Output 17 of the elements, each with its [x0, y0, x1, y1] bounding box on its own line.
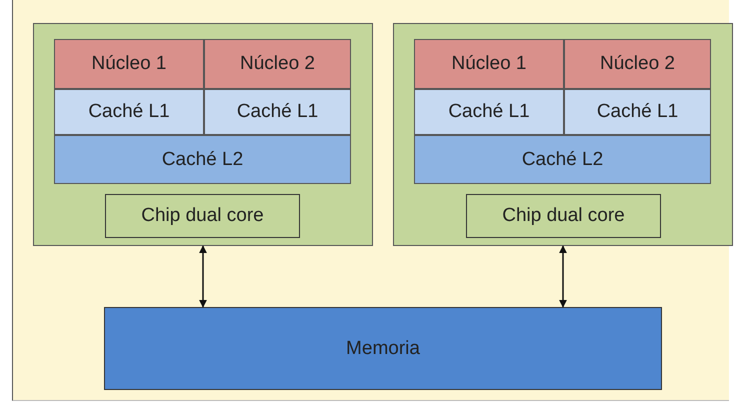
cache-box: Caché L1 — [54, 89, 204, 135]
core-box: Núcleo 1 — [414, 39, 564, 89]
chip-panel — [33, 23, 373, 246]
core-box: Núcleo 1 — [54, 39, 204, 89]
chip-label-box: Chip dual core — [466, 194, 661, 238]
cache-box: Caché L1 — [564, 89, 711, 135]
chip-panel — [393, 23, 733, 246]
cache-box: Caché L1 — [204, 89, 351, 135]
cache-box: Caché L2 — [54, 135, 351, 184]
cache-box: Caché L1 — [414, 89, 564, 135]
double-arrow — [559, 245, 567, 308]
chip-label-box: Chip dual core — [105, 194, 300, 238]
cache-box: Caché L2 — [414, 135, 711, 184]
double-arrow — [199, 245, 207, 308]
core-box: Núcleo 2 — [204, 39, 351, 89]
core-box: Núcleo 2 — [564, 39, 711, 89]
memory-box: Memoria — [104, 307, 662, 390]
